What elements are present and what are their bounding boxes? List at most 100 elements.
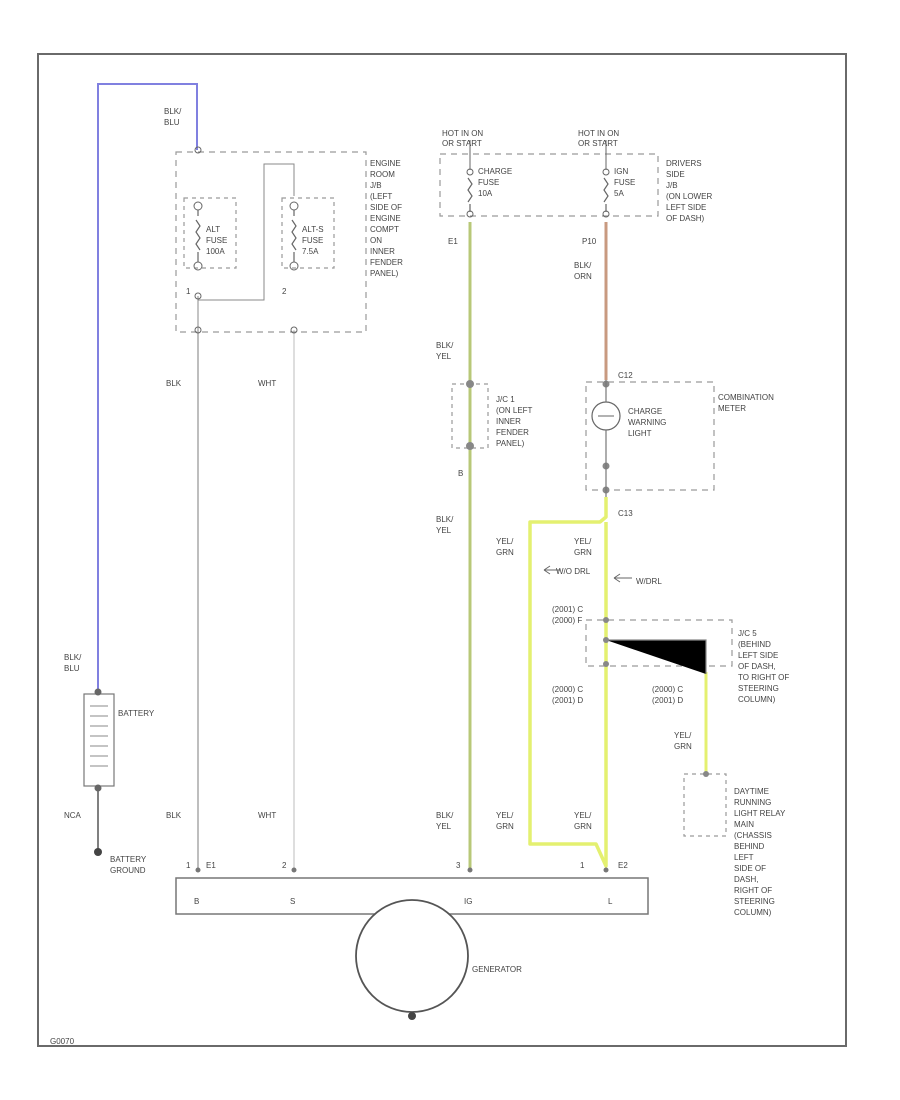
label-alt-s-fuse-line-2: FUSE (302, 236, 323, 245)
label-p10: P10 (582, 237, 597, 246)
label-drl-relay-line-8: SIDE OF (734, 864, 766, 873)
alt-s-fuse-box (281, 197, 335, 269)
label-generator: GENERATOR (472, 965, 522, 974)
battery-terminal (94, 688, 102, 696)
label-engine-room-jb-line-10: FENDER (370, 258, 403, 267)
label-blk-yel-1-line-1: BLK/ (436, 341, 454, 350)
label-start-run-right: OR START (578, 139, 618, 148)
label-alt-fuse-line-2: FUSE (206, 236, 227, 245)
label-c13: C13 (618, 509, 633, 518)
label-charge-fuse-line-2: FUSE (478, 178, 499, 187)
label-jc5-line-5: TO RIGHT OF (738, 673, 789, 682)
label-jc5-line-3: LEFT SIDE (738, 651, 778, 660)
label-ign-fuse-line-2: FUSE (614, 178, 635, 187)
label-charge-fuse-line-3: 10A (478, 189, 493, 198)
battery-body (83, 693, 115, 787)
label-nca: NCA (64, 811, 82, 820)
label-drivers-side-jb-line-5: LEFT SIDE (666, 203, 706, 212)
charge-fuse-symbol (466, 168, 474, 218)
label-jc5-line-6: STEERING (738, 684, 779, 693)
label-yel-grn-2-line-1: YEL/ (574, 537, 592, 546)
label-engine-room-jb-line-8: ON (370, 236, 382, 245)
label-blk-yel-2-line-2: YEL (436, 526, 452, 535)
label-engine-room-jb-line-5: SIDE OF (370, 203, 402, 212)
label-drl-relay-line-5: (CHASSIS (734, 831, 772, 840)
diagram-frame (37, 53, 847, 1047)
jb-node (194, 146, 202, 154)
jb-node (290, 326, 298, 334)
label-blk-yel-1-line-2: YEL (436, 352, 452, 361)
label-drl-relay-line-4: MAIN (734, 820, 754, 829)
label-yel-grn-1-line-2: GRN (496, 548, 514, 557)
label-combination-meter-line-1: COMBINATION (718, 393, 774, 402)
drl-relay-box (683, 773, 727, 837)
label-engine-room-jb-line-4: (LEFT (370, 192, 392, 201)
label-jc5-line-7: COLUMN) (738, 695, 776, 704)
alt-s-fuse-symbol (289, 201, 299, 271)
label-blk-yel-2-line-1: BLK/ (436, 515, 454, 524)
label-drivers-side-jb-line-1: DRIVERS (666, 159, 702, 168)
label-fn-2001-line-1: (2001) C (552, 605, 583, 614)
label-blk-orn-line-1: BLK/ (574, 261, 592, 270)
label-battery-ground-line-1: BATTERY (110, 855, 147, 864)
label-pin-2b: 2 (282, 861, 287, 870)
jc5-node (603, 637, 609, 643)
battery-terminal (94, 784, 102, 792)
label-engine-room-jb-line-1: ENGINE (370, 159, 401, 168)
label-engine-room-jb-line-2: ROOM (370, 170, 395, 179)
label-hot-in-on-left: HOT IN ON (442, 129, 483, 138)
label-yel-grn-3-line-1: YEL/ (496, 811, 514, 820)
label-fn-2000-line-2: (2001) D (552, 696, 583, 705)
label-drl-relay-line-3: LIGHT RELAY (734, 809, 786, 818)
label-jc5-line-2: (BEHIND (738, 640, 771, 649)
jc5-node (603, 617, 609, 623)
label-blk-blu-bottom-line-2: BLU (64, 664, 80, 673)
label-yel-grn-4-line-2: GRN (574, 822, 592, 831)
label-blk-blu-bottom-line-1: BLK/ (64, 653, 82, 662)
label-ign-fuse-line-3: 5A (614, 189, 624, 198)
label-fn-2001-line-2: (2000) F (552, 616, 582, 625)
label-engine-room-jb-line-7: COMPT (370, 225, 399, 234)
label-wht-1: WHT (258, 379, 276, 388)
w-drl-arrow (613, 573, 632, 583)
label-wo-drl: W/O DRL (556, 567, 591, 576)
label-pin-ig: IG (464, 897, 472, 906)
label-hot-in-on-right: HOT IN ON (578, 129, 619, 138)
jc5-bus (606, 639, 707, 674)
label-e1-conn: E1 (206, 861, 216, 870)
label-drivers-side-jb-line-2: SIDE (666, 170, 685, 179)
label-pin-1b: 1 (186, 861, 191, 870)
label-blk-2: BLK (166, 811, 182, 820)
jc1-node (466, 380, 474, 388)
label-yel-grn-3-line-2: GRN (496, 822, 514, 831)
label-yel-grn-5-line-1: YEL/ (674, 731, 692, 740)
drivers-side-jb-box (439, 153, 659, 217)
label-drivers-side-jb-line-4: (ON LOWER (666, 192, 712, 201)
label-pin-2a: 2 (282, 287, 287, 296)
jc5-box (585, 619, 733, 667)
label-charge-warning-light-line-1: CHARGE (628, 407, 662, 416)
label-alt-s-fuse-line-3: 7.5A (302, 247, 319, 256)
label-fn-2000b-line-2: (2001) D (652, 696, 683, 705)
label-engine-room-jb-line-6: ENGINE (370, 214, 401, 223)
label-drl-relay-line-7: LEFT (734, 853, 754, 862)
label-combination-meter-line-2: METER (718, 404, 746, 413)
label-c12: C12 (618, 371, 633, 380)
label-pin-s: S (290, 897, 295, 906)
wo-drl-arrow (543, 565, 560, 575)
label-engine-room-jb-line-11: PANEL) (370, 269, 399, 278)
label-yel-grn-5-line-2: GRN (674, 742, 692, 751)
label-jc5-line-1: J/C 5 (738, 629, 757, 638)
label-drl-relay-line-12: COLUMN) (734, 908, 772, 917)
alt-fuse-box (183, 197, 237, 269)
label-blk-blu-top-line-2: BLU (164, 118, 180, 127)
ign-fuse-symbol (602, 168, 610, 218)
label-pin-l: L (608, 897, 613, 906)
label-jc1-line-5: PANEL) (496, 439, 525, 448)
combination-meter-box (585, 381, 715, 491)
label-drl-relay-line-11: STEERING (734, 897, 775, 906)
label-pin-3: 3 (456, 861, 461, 870)
label-jc1-line-3: INNER (496, 417, 521, 426)
